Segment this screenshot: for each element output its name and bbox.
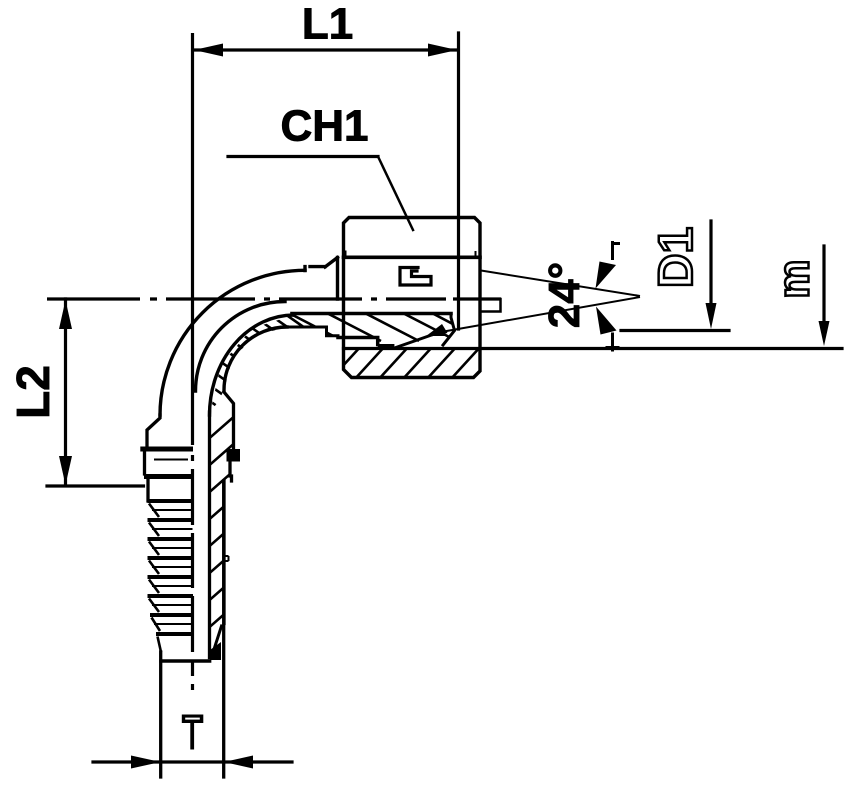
svg-text:m: m: [770, 259, 819, 298]
svg-text:L2: L2: [7, 365, 59, 419]
svg-text:CH1: CH1: [280, 102, 368, 151]
svg-text:L1: L1: [302, 0, 353, 49]
svg-text:24°: 24°: [540, 262, 589, 329]
svg-text:D1: D1: [650, 227, 703, 288]
